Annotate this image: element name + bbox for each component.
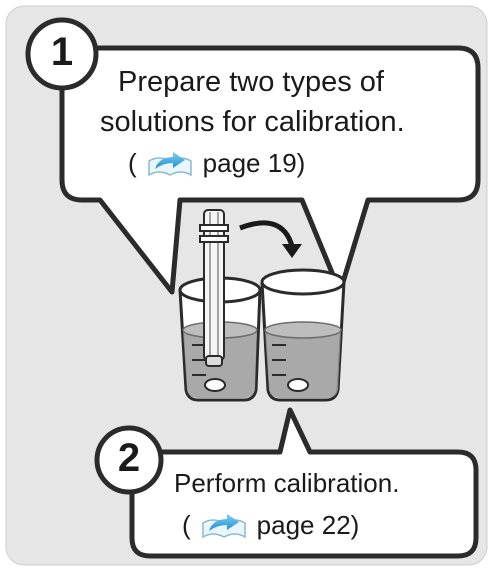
step-1-ref-page: page 19): [202, 148, 306, 178]
beaker-2-liquid: [265, 330, 341, 398]
step-1-text-line-2: solutions for calibration.: [100, 106, 405, 138]
step-2-ref-page: page 22): [256, 510, 360, 540]
transfer-arrow-head: [282, 244, 302, 258]
step-1-ref-open: (: [128, 148, 137, 178]
transfer-arrow: [239, 220, 295, 247]
step-1-number-circle: [25, 17, 99, 91]
step-2-text-line-1: Perform calibration.: [174, 468, 400, 498]
step-2-number: 2: [117, 436, 141, 480]
manual-book-icon: [147, 151, 192, 176]
step-1-text-line-1: Prepare two types of: [118, 66, 384, 98]
step-2-number-circle: [94, 425, 164, 495]
step-1-page-reference[interactable]: ( page 19): [128, 148, 305, 179]
step-1-number: 1: [50, 30, 74, 74]
beaker-with-electrode: [178, 209, 262, 402]
beaker-empty-electrode: [260, 268, 346, 402]
electrode: [199, 209, 229, 367]
step-2-page-reference[interactable]: ( page 22): [182, 510, 359, 541]
step-2-ref-open: (: [182, 510, 191, 540]
manual-book-icon: [201, 513, 246, 538]
